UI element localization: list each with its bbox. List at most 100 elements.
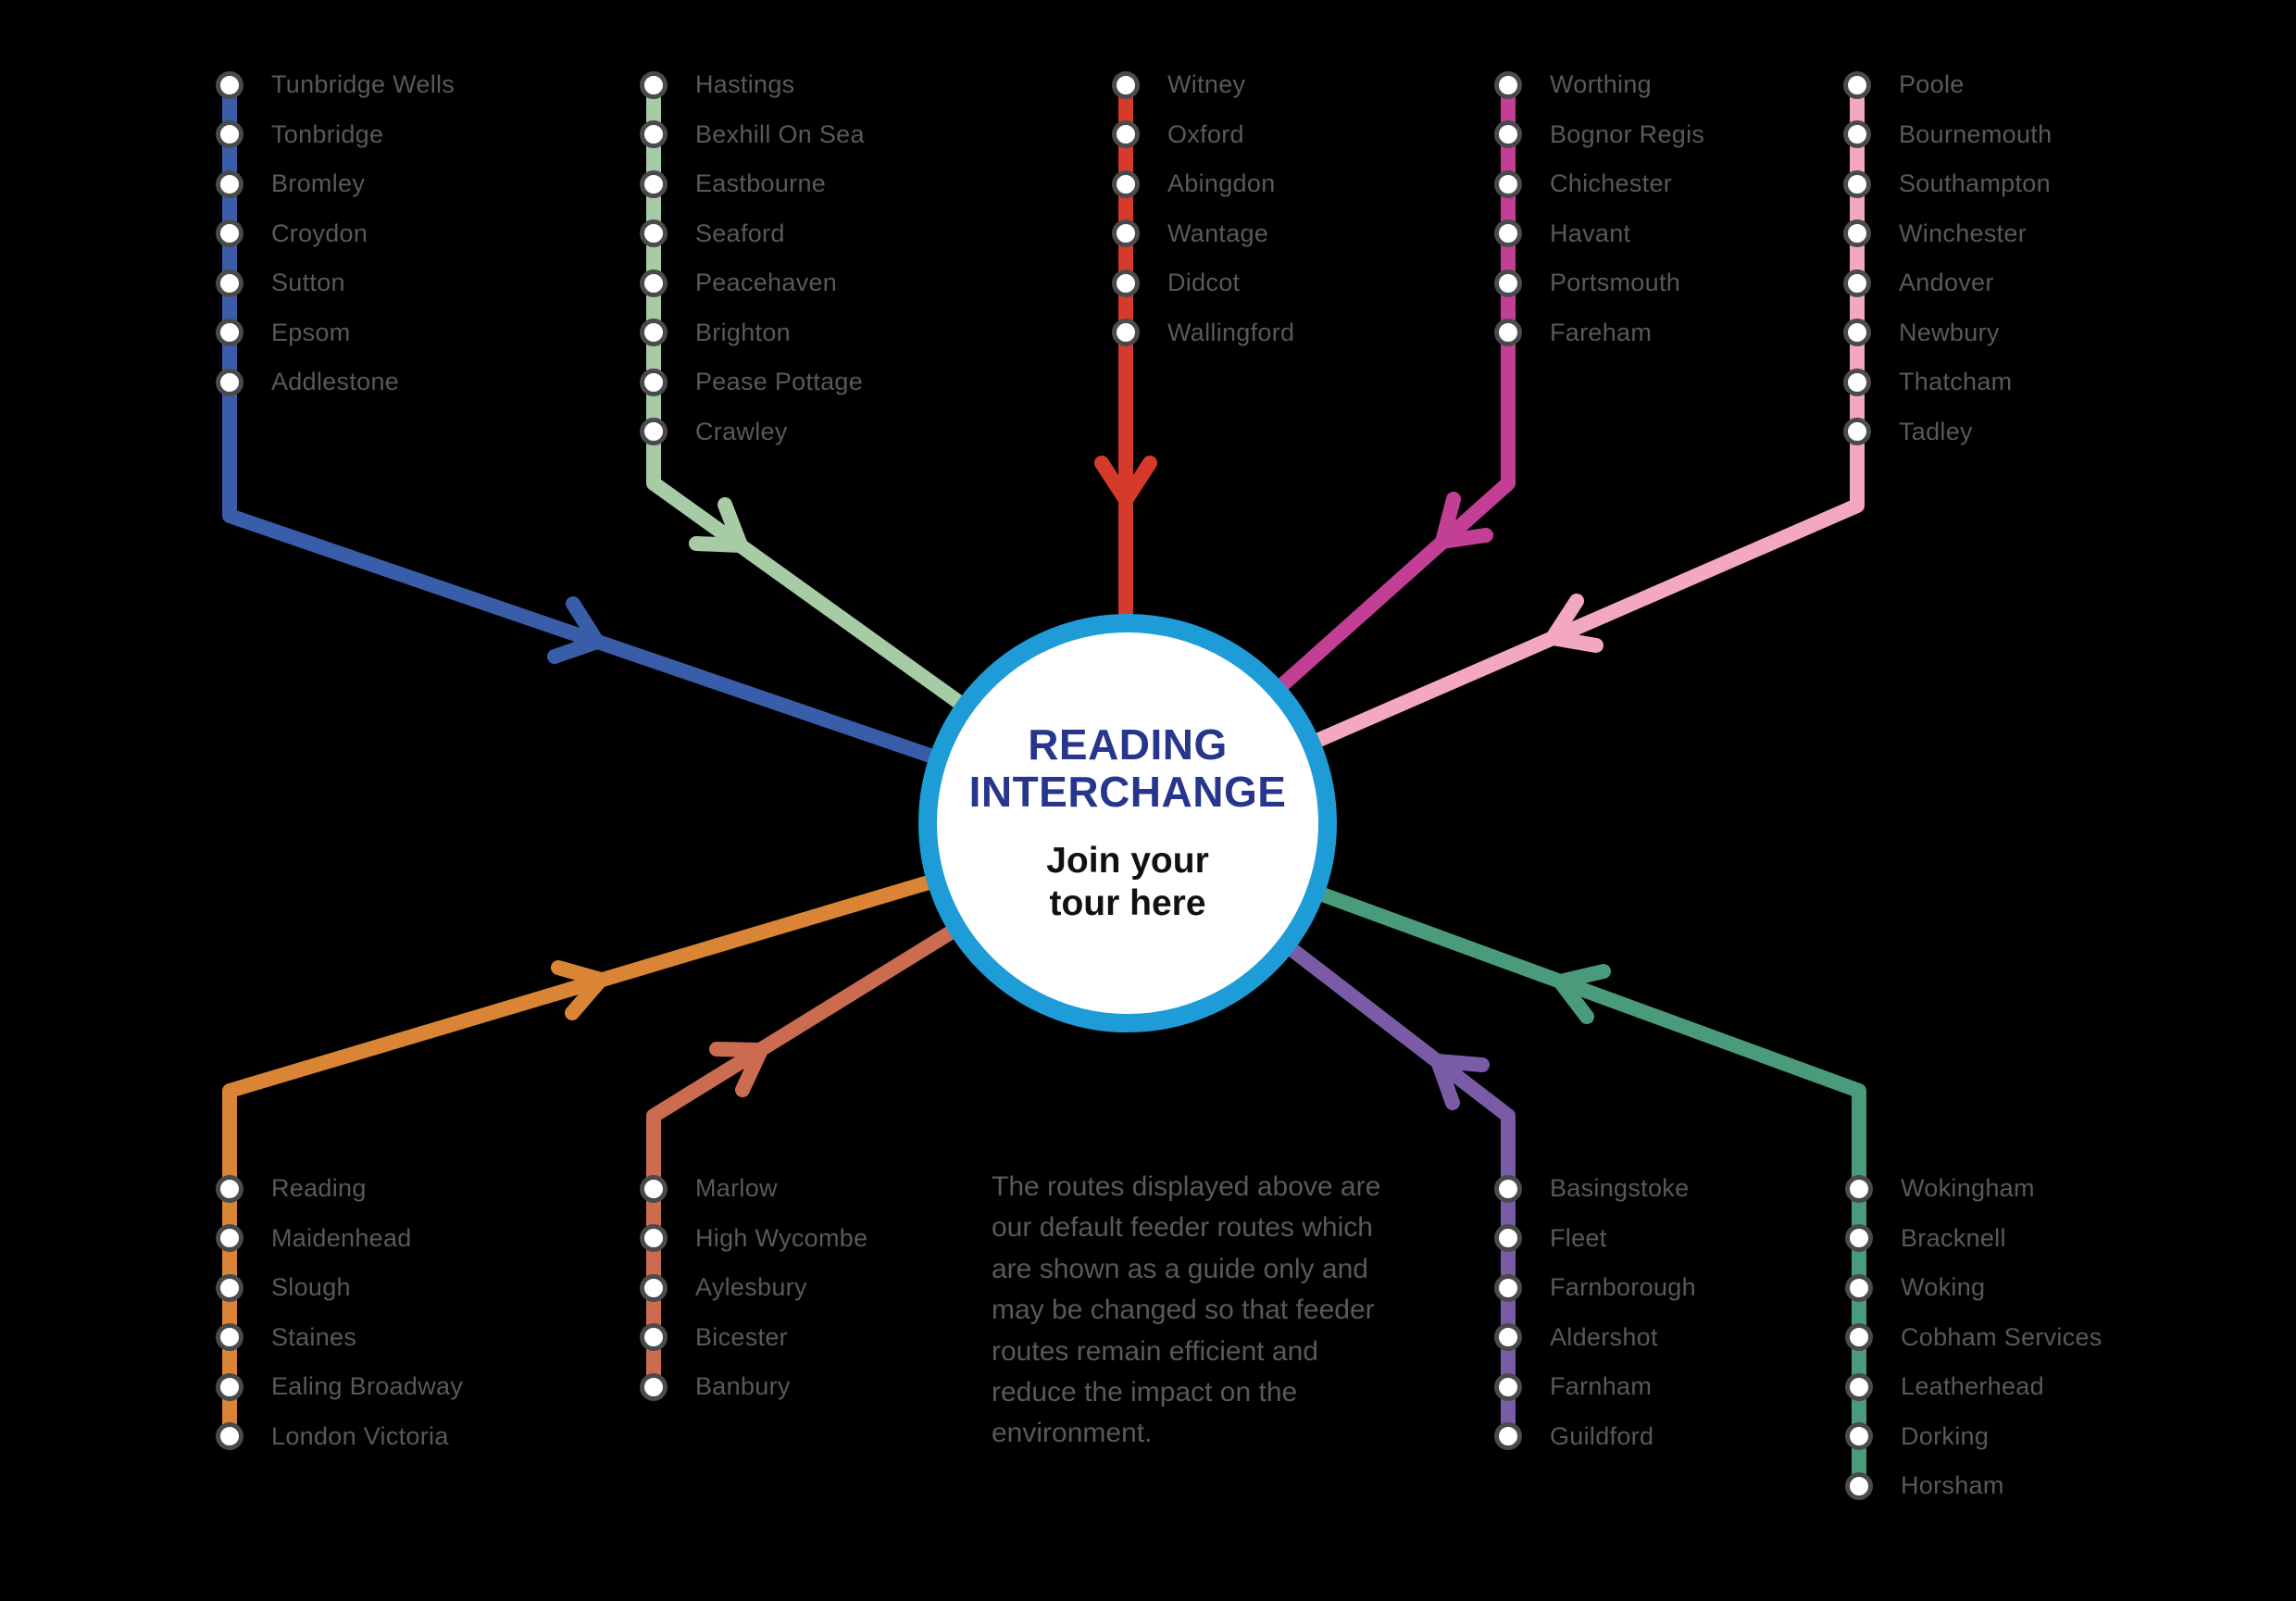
station-row: Aldershot — [1494, 1313, 1696, 1363]
station-dot-icon — [640, 319, 668, 347]
station-label: Seaford — [695, 219, 785, 247]
station-row: Peacehaven — [640, 258, 865, 308]
station-label: Newbury — [1899, 318, 2000, 346]
station-dot-icon — [216, 1422, 243, 1451]
station-dot-icon — [1494, 169, 1522, 198]
station-dot-icon — [216, 1273, 243, 1302]
station-label: Guildford — [1550, 1421, 1654, 1450]
station-dot-icon — [1494, 70, 1522, 99]
station-row: Andover — [1843, 258, 2052, 308]
station-dot-icon — [1845, 1174, 1873, 1203]
station-row: Marlow — [640, 1164, 867, 1214]
station-row: Sutton — [216, 258, 455, 308]
station-row: Tunbridge Wells — [216, 60, 455, 110]
station-row: Didcot — [1112, 258, 1294, 308]
station-label: Wokingham — [1901, 1174, 2035, 1203]
station-row: Worthing — [1494, 60, 1704, 110]
station-row: Pease Pottage — [640, 357, 865, 407]
station-label: Farnham — [1550, 1372, 1653, 1401]
station-dot-icon — [1843, 70, 1871, 99]
hub-title: READING INTERCHANGE — [969, 721, 1287, 815]
station-dot-icon — [640, 120, 668, 149]
station-label: Croydon — [271, 219, 368, 247]
station-label: Farnborough — [1550, 1273, 1696, 1302]
route-pink-station-list: Poole Bournemouth Southampton Winchester… — [1843, 60, 2052, 457]
station-dot-icon — [216, 1174, 243, 1203]
station-label: Cobham Services — [1901, 1322, 2103, 1351]
station-label: Basingstoke — [1550, 1174, 1690, 1203]
station-row: Maidenhead — [216, 1214, 463, 1264]
station-dot-icon — [640, 1323, 668, 1352]
interchange-hub: READING INTERCHANGE Join your tour here — [918, 614, 1337, 1032]
station-label: Worthing — [1550, 70, 1652, 99]
station-label: Chichester — [1550, 169, 1673, 198]
station-label: London Victoria — [271, 1421, 449, 1450]
station-label: Bournemouth — [1899, 119, 2053, 148]
station-row: Farnham — [1494, 1362, 1696, 1412]
station-label: Witney — [1167, 70, 1246, 99]
route-orange-station-list: Reading Maidenhead Slough Staines Ealing… — [216, 1164, 463, 1461]
hub-subtitle: Join your tour here — [1046, 840, 1209, 925]
station-label: Aylesbury — [695, 1273, 807, 1302]
station-row: Cobham Services — [1845, 1313, 2103, 1363]
station-label: Portsmouth — [1550, 269, 1681, 297]
station-row: Crawley — [640, 407, 865, 457]
station-dot-icon — [216, 1323, 243, 1352]
station-dot-icon — [640, 169, 668, 198]
station-dot-icon — [1112, 70, 1140, 99]
station-dot-icon — [1494, 1422, 1522, 1451]
station-label: Thatcham — [1899, 368, 2013, 396]
station-label: Bromley — [271, 169, 366, 198]
station-dot-icon — [1843, 269, 1871, 297]
station-dot-icon — [640, 418, 668, 446]
station-dot-icon — [1843, 368, 1871, 396]
station-row: Witney — [1112, 60, 1294, 110]
station-row: Bromley — [216, 159, 455, 209]
station-dot-icon — [1843, 219, 1871, 248]
station-label: Tunbridge Wells — [271, 70, 455, 99]
station-row: Dorking — [1845, 1412, 2103, 1462]
station-label: Sutton — [271, 269, 345, 297]
station-dot-icon — [1112, 219, 1140, 248]
station-label: Abingdon — [1167, 169, 1276, 198]
station-dot-icon — [216, 1224, 243, 1253]
station-row: Fareham — [1494, 308, 1704, 358]
station-label: Crawley — [695, 417, 788, 445]
station-label: Fareham — [1550, 318, 1653, 346]
station-row: High Wycombe — [640, 1214, 867, 1264]
station-label: Aldershot — [1550, 1322, 1658, 1351]
station-label: Wantage — [1167, 219, 1269, 247]
station-row: Eastbourne — [640, 159, 865, 209]
station-dot-icon — [640, 1174, 668, 1203]
station-row: Bexhill On Sea — [640, 110, 865, 160]
station-dot-icon — [1845, 1224, 1873, 1253]
station-row: Hastings — [640, 60, 865, 110]
station-label: Peacehaven — [695, 269, 838, 297]
station-row: Fleet — [1494, 1214, 1696, 1264]
station-label: Bexhill On Sea — [695, 119, 865, 148]
station-row: Reading — [216, 1164, 463, 1214]
station-dot-icon — [1494, 1372, 1522, 1401]
station-row: Poole — [1843, 60, 2052, 110]
station-row: Oxford — [1112, 110, 1294, 160]
station-label: High Wycombe — [695, 1223, 868, 1252]
route-line-orange — [222, 816, 1135, 1445]
station-row: Leatherhead — [1845, 1362, 2103, 1412]
station-row: Portsmouth — [1494, 258, 1704, 308]
station-dot-icon — [1494, 319, 1522, 347]
hub-title-line2: INTERCHANGE — [968, 767, 1287, 816]
station-row: Slough — [216, 1263, 463, 1313]
station-row: Tonbridge — [216, 110, 455, 160]
station-label: Ealing Broadway — [271, 1372, 464, 1401]
station-row: Bournemouth — [1843, 110, 2052, 160]
station-dot-icon — [640, 1224, 668, 1253]
station-dot-icon — [216, 368, 243, 396]
route-arrow-orange — [551, 960, 608, 1020]
station-label: Didcot — [1167, 269, 1241, 297]
station-label: Oxford — [1167, 119, 1244, 148]
hub-subtitle-line1: Join your — [1046, 840, 1209, 881]
station-row: Addlestone — [216, 357, 455, 407]
route-blue-station-list: Tunbridge Wells Tonbridge Bromley Croydo… — [216, 60, 455, 407]
station-dot-icon — [216, 269, 243, 297]
station-row: Guildford — [1494, 1412, 1696, 1462]
